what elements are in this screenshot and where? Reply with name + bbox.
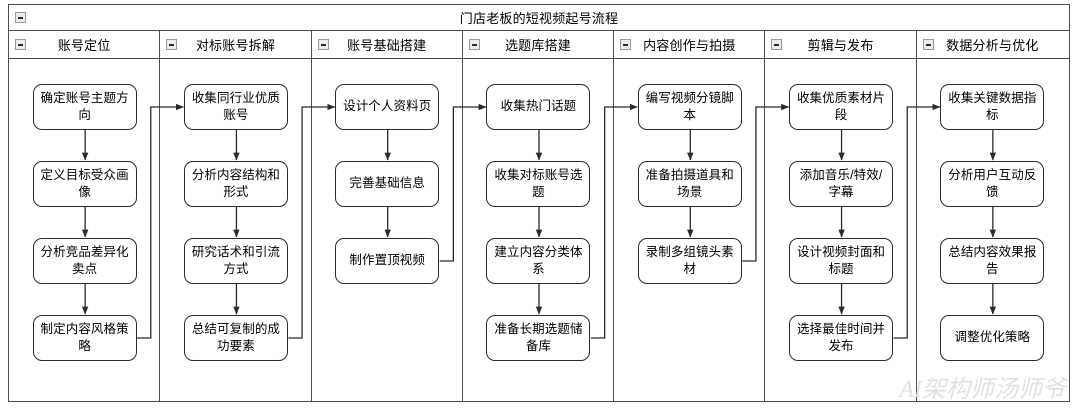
task-node[interactable]: 设计视频封面和标题 [789, 237, 894, 284]
lane-body-1: 确定账号主题方向定义目标受众画像分析竞品差异化卖点制定内容风格策略 [9, 59, 161, 401]
lane-header-label: 数据分析与优化 [946, 38, 1039, 53]
task-node[interactable]: 准备长期选题储备库 [486, 314, 591, 361]
lane-body-5: 编写视频分镜脚本准备拍摄道具和场景录制多组镜头素材 [614, 59, 766, 401]
task-node[interactable]: 总结可复制的成功要素 [183, 314, 288, 361]
lane-header-label: 账号基础搭建 [347, 38, 427, 53]
task-node[interactable]: 调整优化策略 [940, 314, 1045, 361]
task-node[interactable]: 制作置顶视频 [335, 237, 440, 284]
lane-header-label: 选题库搭建 [504, 38, 571, 53]
task-node[interactable]: 录制多组镜头素材 [637, 237, 742, 284]
task-node[interactable]: 添加音乐/特效/字幕 [789, 160, 894, 207]
task-node[interactable]: 收集对标账号选题 [486, 160, 591, 207]
collapse-minus-icon[interactable] [166, 39, 178, 50]
collapse-minus-icon[interactable] [317, 39, 329, 50]
task-node[interactable]: 收集同行业优质账号 [183, 83, 288, 130]
lane-header-5: 内容创作与拍摄 [614, 31, 766, 58]
lane-header-3: 账号基础搭建 [312, 31, 463, 58]
lane-body-band: 确定账号主题方向定义目标受众画像分析竞品差异化卖点制定内容风格策略收集同行业优质… [9, 59, 1069, 401]
lane-body-3: 设计个人资料页完善基础信息制作置顶视频 [312, 59, 463, 401]
task-node[interactable]: 收集优质素材片段 [789, 83, 894, 130]
task-node[interactable]: 分析竞品差异化卖点 [32, 237, 137, 284]
page-title: 门店老板的短视频起号流程 [459, 11, 619, 26]
collapse-minus-icon[interactable] [922, 39, 934, 50]
task-node[interactable]: 制定内容风格策略 [32, 314, 137, 361]
task-node[interactable]: 完善基础信息 [335, 160, 440, 207]
lane-header-band: 账号定位 对标账号拆解 账号基础搭建 选题库搭建 内容创作与拍摄 剪辑与发布 数据分析与优化 [9, 31, 1069, 59]
collapse-minus-icon[interactable] [15, 39, 26, 50]
task-node[interactable]: 收集热门话题 [486, 83, 591, 130]
task-node[interactable]: 研究话术和引流方式 [183, 237, 288, 284]
task-node[interactable]: 选择最佳时间并发布 [789, 314, 894, 361]
task-node[interactable]: 定义目标受众画像 [32, 160, 137, 207]
collapse-minus-icon[interactable] [620, 39, 632, 50]
lane-header-2: 对标账号拆解 [160, 31, 312, 58]
task-node[interactable]: 确定账号主题方向 [32, 83, 137, 130]
lane-body-2: 收集同行业优质账号分析内容结构和形式研究话术和引流方式总结可复制的成功要素 [160, 59, 312, 401]
task-node[interactable]: 分析内容结构和形式 [183, 160, 288, 207]
task-node[interactable]: 建立内容分类体系 [486, 237, 591, 284]
lane-header-label: 剪辑与发布 [807, 38, 874, 53]
task-node[interactable]: 准备拍摄道具和场景 [637, 160, 742, 207]
pool-title-bar: 门店老板的短视频起号流程 [9, 5, 1069, 31]
collapse-minus-icon[interactable] [771, 39, 783, 50]
watermark-text: AI架构师汤师爷 [899, 377, 1066, 403]
lane-body-6: 收集优质素材片段添加音乐/特效/字幕设计视频封面和标题选择最佳时间并发布 [765, 59, 917, 401]
lane-header-7: 数据分析与优化 [917, 31, 1068, 58]
lane-header-4: 选题库搭建 [463, 31, 615, 58]
lane-body-7: 收集关键数据指标分析用户互动反馈总结内容效果报告调整优化策略 [917, 59, 1068, 401]
task-node[interactable]: 设计个人资料页 [335, 83, 440, 130]
task-node[interactable]: 编写视频分镜脚本 [637, 83, 742, 130]
lane-header-6: 剪辑与发布 [765, 31, 917, 58]
task-node[interactable]: 总结内容效果报告 [940, 237, 1045, 284]
collapse-minus-icon[interactable] [15, 12, 26, 23]
collapse-minus-icon[interactable] [468, 39, 480, 50]
lane-header-label: 对标账号拆解 [195, 38, 276, 53]
lane-body-4: 收集热门话题收集对标账号选题建立内容分类体系准备长期选题储备库 [463, 59, 615, 401]
lane-header-label: 内容创作与拍摄 [643, 38, 736, 53]
lane-header-1: 账号定位 [9, 31, 161, 58]
task-node[interactable]: 收集关键数据指标 [940, 83, 1045, 130]
task-node[interactable]: 分析用户互动反馈 [940, 160, 1045, 207]
lane-header-label: 账号定位 [57, 38, 111, 53]
swimlane-pool: 门店老板的短视频起号流程 账号定位 对标账号拆解 账号基础搭建 选题库搭建 内容创作与拍… [8, 4, 1070, 402]
